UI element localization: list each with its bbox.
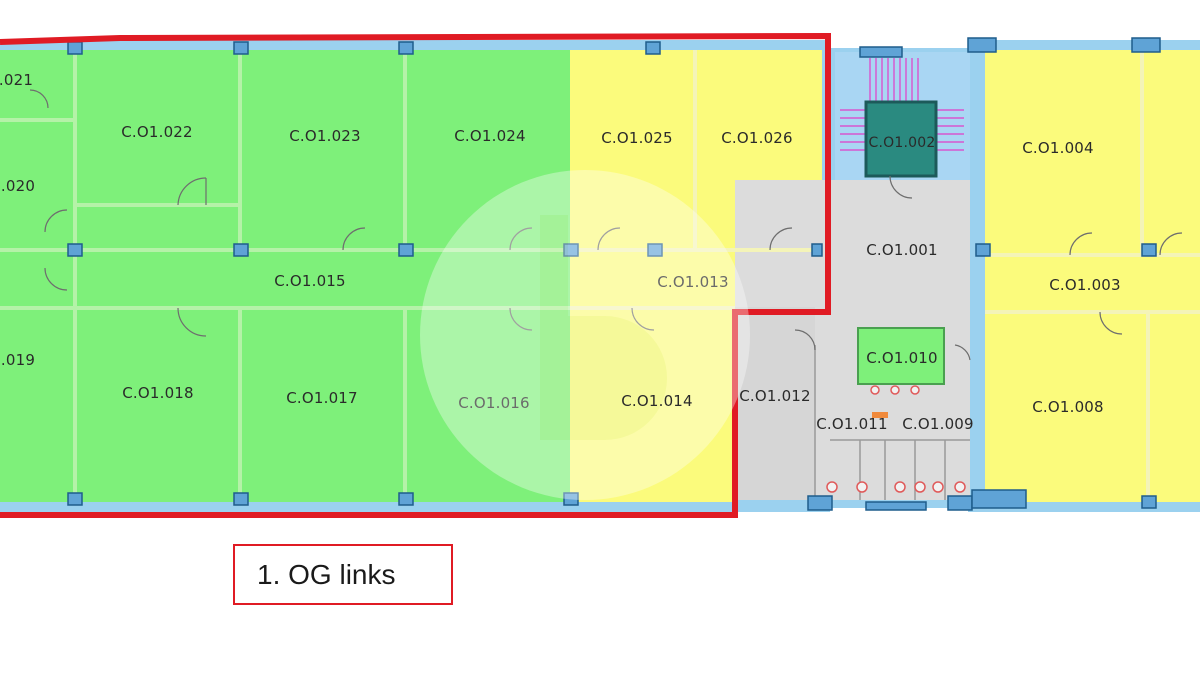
zone-green-010 xyxy=(857,327,945,385)
room-label-009: C.O1.009 xyxy=(902,415,974,433)
wc-sign xyxy=(872,412,888,418)
room-label-017: C.O1.017 xyxy=(286,389,358,407)
room-label-011: C.O1.011 xyxy=(816,415,888,433)
zone-gray-corridor xyxy=(735,307,815,500)
room-label-010: C.O1.010 xyxy=(866,349,938,367)
room-label-022: C.O1.022 xyxy=(121,123,193,141)
stair-treads xyxy=(840,58,964,151)
room-label-002: C.O1.002 xyxy=(868,135,936,151)
interior-walls-yellow xyxy=(570,50,1200,500)
room-label-012: C.O1.012 xyxy=(739,387,811,405)
zone-yellow-right-corridor xyxy=(985,258,1200,310)
elevator-shaft xyxy=(864,100,938,178)
room-label-003: C.O1.003 xyxy=(1049,276,1121,294)
room-label-023: C.O1.023 xyxy=(289,127,361,145)
room-label-008: C.O1.008 xyxy=(1032,398,1104,416)
door-swings xyxy=(29,89,1183,361)
interior-walls-green xyxy=(0,50,570,500)
room-label-013: C.O1.013 xyxy=(657,273,729,291)
interior-walls-gray xyxy=(814,345,970,500)
room-label-024: C.O1.024 xyxy=(454,127,526,145)
room-label-019: .019 xyxy=(0,351,36,369)
zone-yellow-bottom xyxy=(570,307,735,502)
room-label-026: C.O1.026 xyxy=(721,129,793,147)
floor-caption-text: 1. OG links xyxy=(257,558,396,590)
zone-green-left xyxy=(0,50,570,502)
watermark-logo xyxy=(420,170,750,500)
structural-columns xyxy=(67,37,1161,511)
room-label-016: C.O1.016 xyxy=(458,394,530,412)
floor-caption: 1. OG links xyxy=(233,544,453,605)
room-label-004: C.O1.004 xyxy=(1022,139,1094,157)
room-label-014: C.O1.014 xyxy=(621,392,693,410)
room-label-001: C.O1.001 xyxy=(866,241,938,259)
room-label-018: C.O1.018 xyxy=(122,384,194,402)
lease-area-outline xyxy=(0,32,831,518)
wc-fixtures xyxy=(826,385,966,493)
room-label-020: .020 xyxy=(0,177,36,195)
room-label-015: C.O1.015 xyxy=(274,272,346,290)
room-label-021: .021 xyxy=(0,71,34,89)
room-label-025: C.O1.025 xyxy=(601,129,673,147)
